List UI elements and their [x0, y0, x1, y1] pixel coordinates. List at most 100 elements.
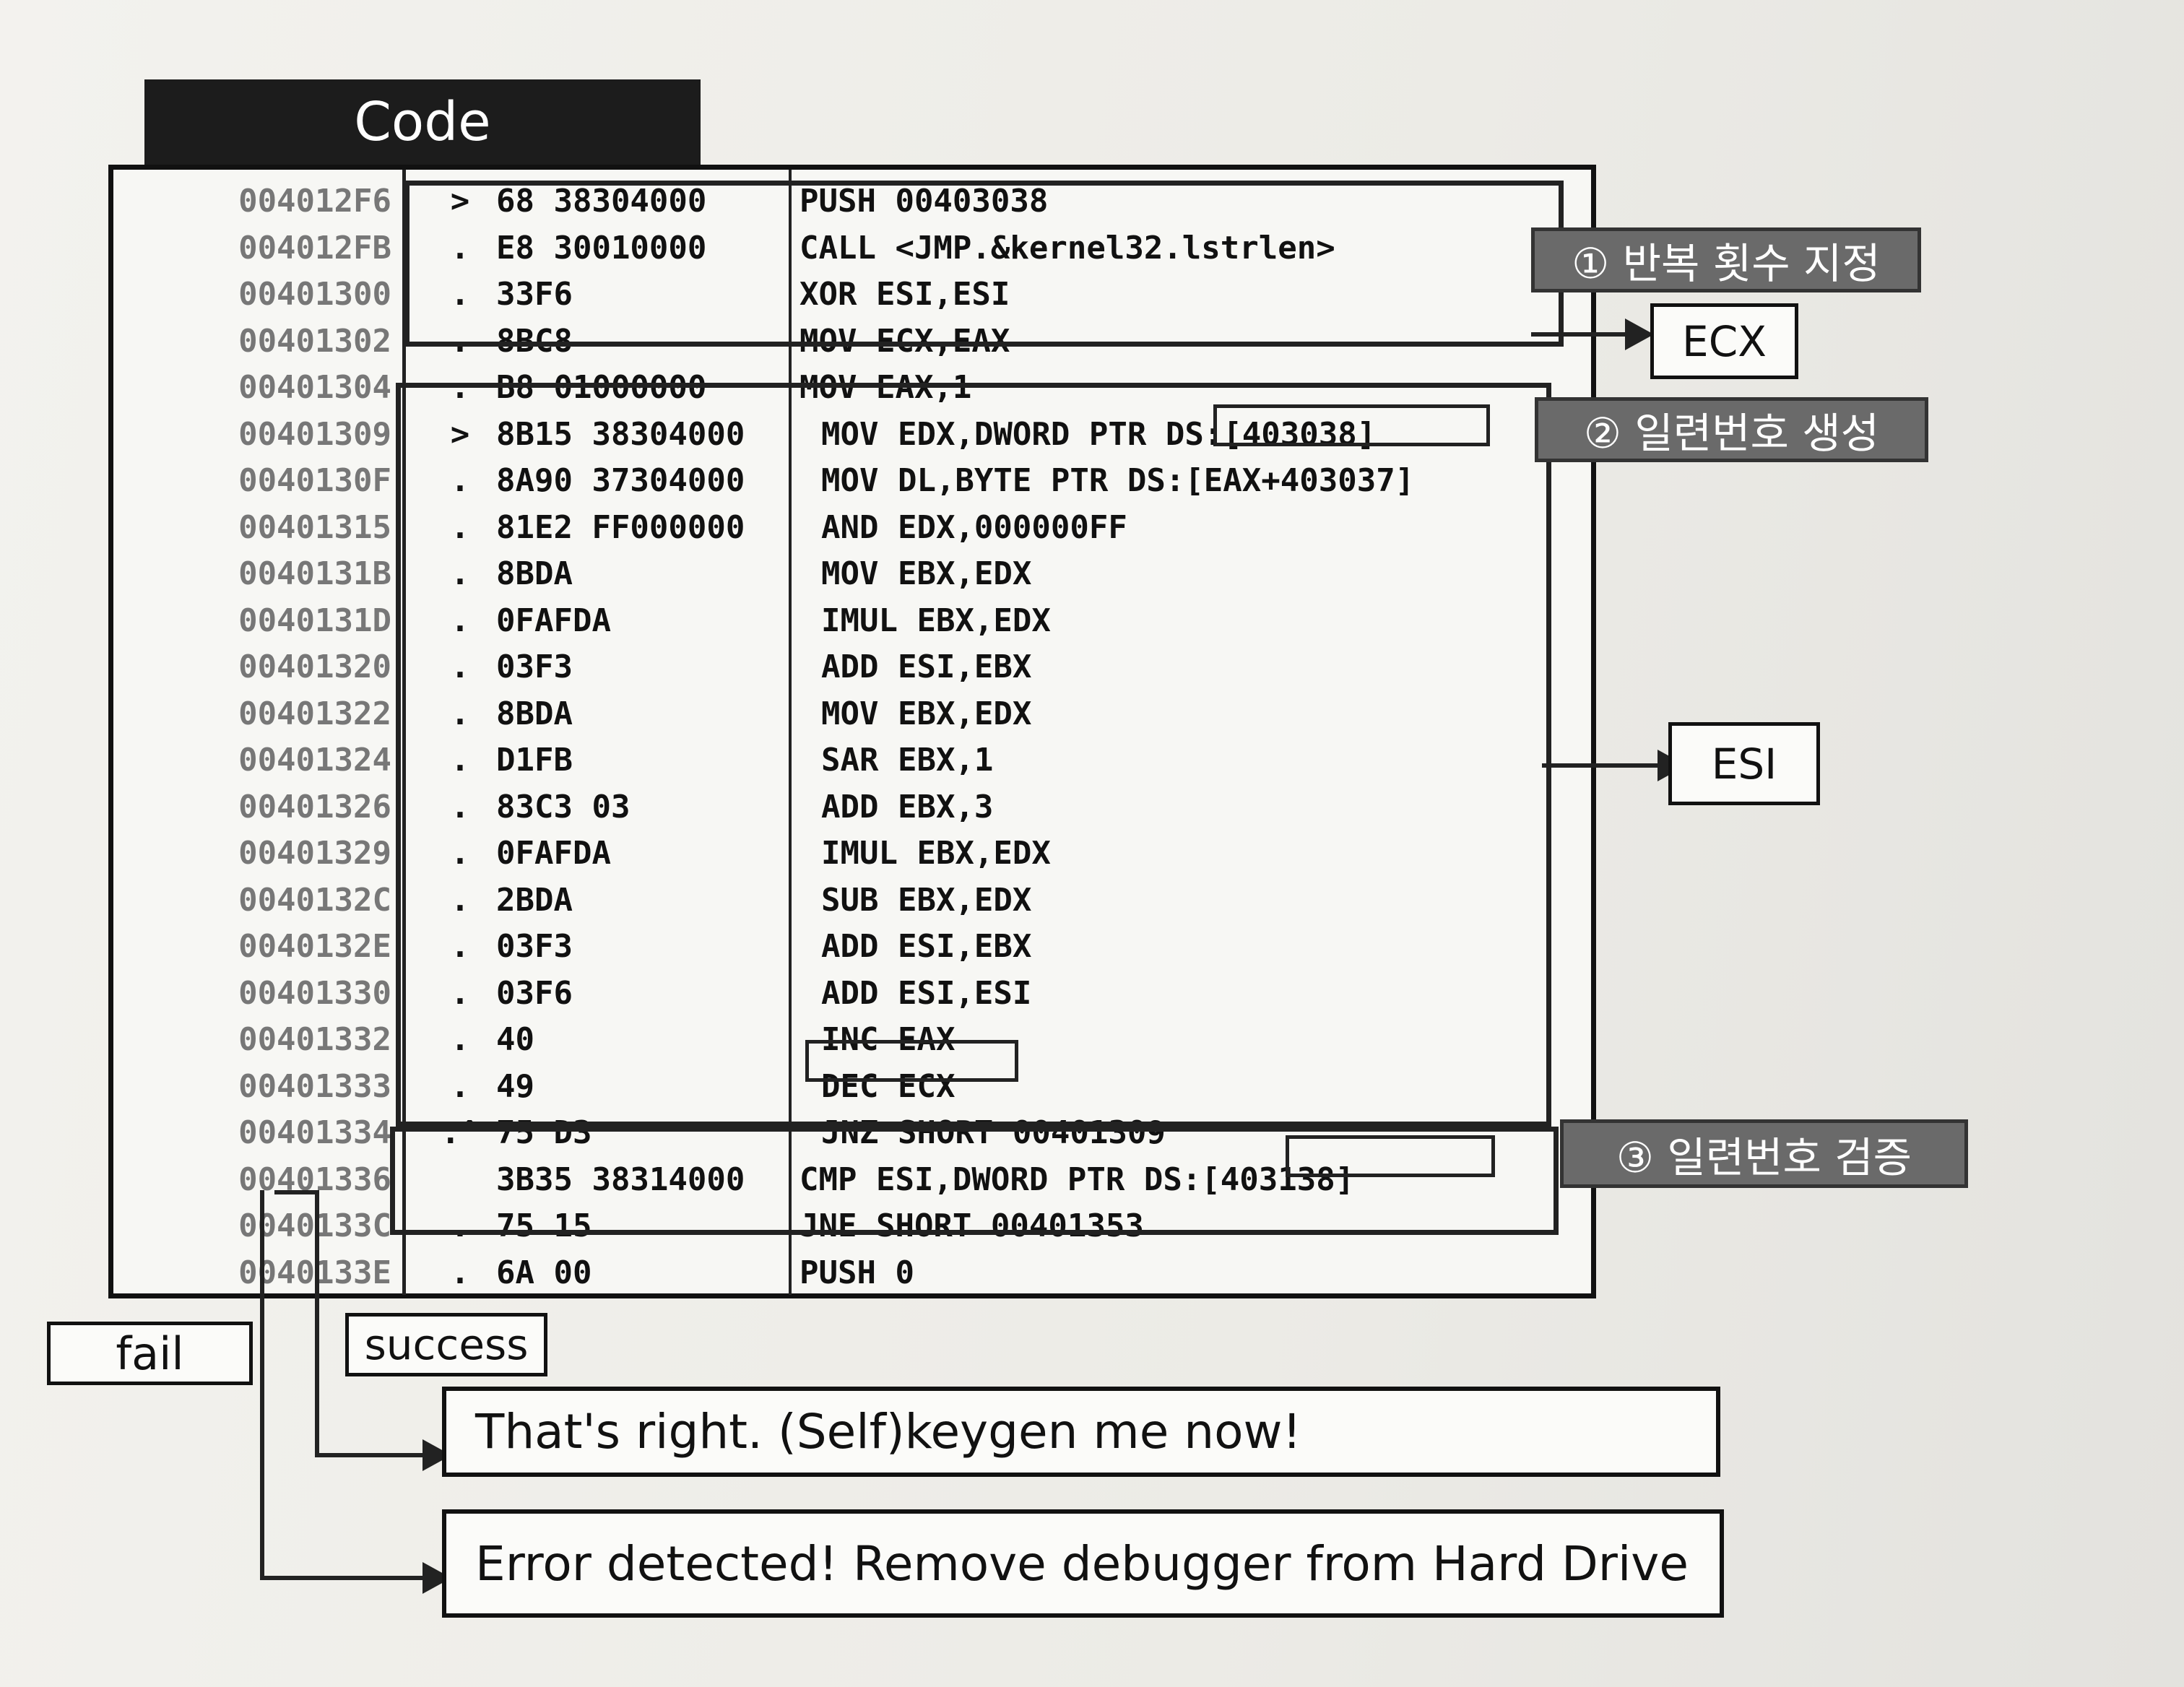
code-row[interactable]: 0040133E. 6A 00 PUSH 0: [113, 1250, 1591, 1296]
highlight-ds-403038: [1213, 404, 1490, 446]
connector-success-horizontal: [315, 1453, 441, 1457]
row-hex-bytes: 68 38304000: [496, 183, 707, 220]
row-address: 00401329: [238, 835, 391, 872]
row-disassembly: CMP ESI,DWORD PTR DS:[403138]: [800, 1161, 1355, 1198]
row-marker: .: [450, 649, 470, 685]
row-marker: .: [450, 462, 470, 499]
row-address: 00401334: [238, 1114, 391, 1151]
row-marker: .: [450, 555, 470, 592]
row-marker: .: [450, 974, 470, 1012]
row-disassembly: PUSH 00403038: [800, 183, 1049, 220]
row-hex-bytes: 03F6: [496, 974, 573, 1012]
row-hex-bytes: 6A 00: [496, 1254, 592, 1291]
row-disassembly: MOV EBX,EDX: [821, 695, 1032, 732]
label-step2: ② 일련번호 생성: [1535, 397, 1928, 462]
row-address: 00401326: [238, 788, 391, 825]
row-address: 00401302: [238, 322, 391, 360]
row-hex-bytes: 0FAFDA: [496, 602, 611, 639]
row-hex-bytes: E8 30010000: [496, 229, 707, 266]
row-disassembly: PUSH 0: [800, 1254, 914, 1291]
row-disassembly: DEC ECX: [821, 1067, 956, 1105]
row-disassembly: ADD EBX,3: [821, 788, 994, 825]
row-address: 0040131B: [238, 555, 391, 592]
column-divider-addr: [402, 170, 406, 1295]
row-address: 00401324: [238, 742, 391, 779]
row-disassembly: IMUL EBX,EDX: [821, 602, 1051, 639]
code-row[interactable]: 00401302. 8BC8 MOV ECX,EAX: [113, 318, 1591, 365]
row-address: 00401332: [238, 1021, 391, 1058]
row-hex-bytes: 49: [496, 1067, 534, 1105]
row-address: 00401309: [238, 415, 391, 453]
row-marker: .: [450, 742, 470, 779]
connector-success-vertical: [315, 1190, 319, 1457]
row-disassembly: XOR ESI,ESI: [800, 276, 1010, 313]
register-esi: ESI: [1668, 722, 1820, 805]
row-disassembly: IMUL EBX,EDX: [821, 835, 1051, 872]
row-hex-bytes: 0FAFDA: [496, 835, 611, 872]
code-row[interactable]: 00401329. 0FAFDA IMUL EBX,EDX: [113, 831, 1591, 877]
row-address: 00401300: [238, 276, 391, 313]
connector-fail-vertical: [260, 1190, 264, 1580]
row-marker: .: [450, 1207, 470, 1244]
row-address: 00401330: [238, 974, 391, 1012]
section-box-serial-gen: [396, 383, 1551, 1127]
row-hex-bytes: 33F6: [496, 276, 573, 313]
row-disassembly: ADD ESI,EBX: [821, 928, 1032, 965]
column-divider-hex: [789, 170, 792, 1295]
row-disassembly: MOV ECX,EAX: [800, 322, 1010, 360]
section-box-loop-count: [404, 181, 1564, 347]
arrow-line-ecx: [1531, 332, 1632, 337]
row-disassembly: MOV EDX,DWORD PTR DS:[403038]: [821, 415, 1377, 453]
row-disassembly: JNE SHORT 00401353: [800, 1207, 1144, 1244]
row-hex-bytes: 8BC8: [496, 322, 573, 360]
row-marker: .: [450, 928, 470, 965]
row-disassembly: ADD ESI,ESI: [821, 974, 1032, 1012]
row-address: 00401336: [238, 1161, 391, 1198]
row-marker: .: [450, 1254, 470, 1291]
label-step3: ③ 일련번호 검증: [1560, 1119, 1968, 1188]
row-address: 0040133E: [113, 1250, 391, 1296]
row-hex-bytes: 81E2 FF000000: [496, 508, 745, 546]
row-address: 0040133C: [113, 1203, 391, 1249]
code-row[interactable]: 00401309 >8B15 38304000 MOV EDX,DWORD PTR …: [113, 412, 1591, 458]
row-disassembly: CALL <JMP.&kernel32.lstrlen>: [800, 229, 1335, 266]
label-step1: ① 반복 횟수 지정: [1531, 227, 1921, 292]
row-marker: .: [450, 835, 470, 872]
row-hex-bytes: 8B15 38304000: [496, 415, 745, 453]
row-marker: .: [450, 788, 470, 825]
code-row[interactable]: 00401330. 03F6 ADD ESI,ESI: [113, 971, 1591, 1017]
row-address: 00401304: [238, 369, 391, 406]
connector-fail-horizontal: [260, 1576, 441, 1580]
row-address: 0040131D: [238, 602, 391, 639]
row-marker: .: [450, 322, 470, 360]
row-address: 0040130F: [238, 462, 391, 499]
row-disassembly: MOV DL,BYTE PTR DS:[EAX+403037]: [821, 462, 1415, 499]
row-marker: .: [450, 508, 470, 546]
row-hex-bytes: 75 15: [496, 1207, 592, 1244]
row-hex-bytes: 8BDA: [496, 695, 573, 732]
row-marker: .: [450, 695, 470, 732]
row-disassembly: JNZ SHORT 00401309: [821, 1114, 1166, 1151]
success-message-box: That's right. (Self)keygen me now!: [442, 1387, 1720, 1477]
row-hex-bytes: 40: [496, 1021, 534, 1058]
row-marker: >: [450, 415, 470, 453]
row-marker: .: [450, 881, 470, 919]
row-address: 00401333: [238, 1067, 391, 1105]
